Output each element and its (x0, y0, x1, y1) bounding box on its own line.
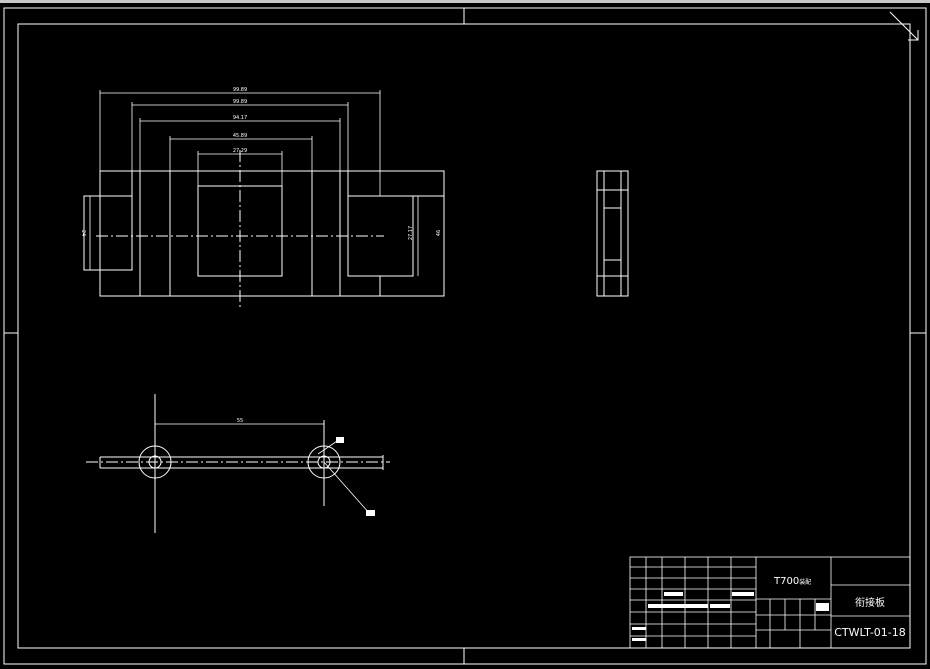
dim-overall-height: 46 (436, 230, 442, 236)
orientation-arrow-icon (889, 11, 919, 41)
outer-frame (3, 7, 927, 665)
front-view (83, 150, 445, 308)
dim-inner-height: 27.17 (408, 226, 414, 240)
project-label: T700装配 (773, 576, 811, 587)
project-label-suffix: 装配 (799, 578, 811, 586)
link-view (86, 394, 390, 533)
dimension-labels: 99.89 99.89 94.17 45.89 27.29 24 27.17 4… (80, 87, 442, 424)
link-dim-marker (336, 437, 344, 443)
drawing-number: CTWLT-01-18 (834, 626, 906, 639)
title-block (629, 556, 911, 649)
title-block-labels: T700装配 衔接板 CTWLT-01-18 (773, 576, 906, 639)
project-label-code: T700 (773, 576, 799, 587)
dim-second-width: 99.89 (233, 99, 247, 105)
inner-frame (17, 23, 911, 649)
dim-link-length: 55 (237, 418, 243, 424)
title-block-fills (632, 592, 829, 641)
front-view-dimensions (89, 90, 445, 296)
side-view (596, 170, 629, 297)
dim-left-height: 24 (80, 230, 86, 236)
dim-fourth-width: 45.89 (233, 133, 247, 139)
dim-third-width: 94.17 (233, 115, 247, 121)
dim-overall-width: 99.89 (233, 87, 247, 93)
link-dim-marker-2 (366, 510, 375, 516)
dim-inner-width: 27.29 (233, 148, 247, 154)
window-top-bar (0, 0, 930, 3)
part-name: 衔接板 (855, 596, 885, 609)
